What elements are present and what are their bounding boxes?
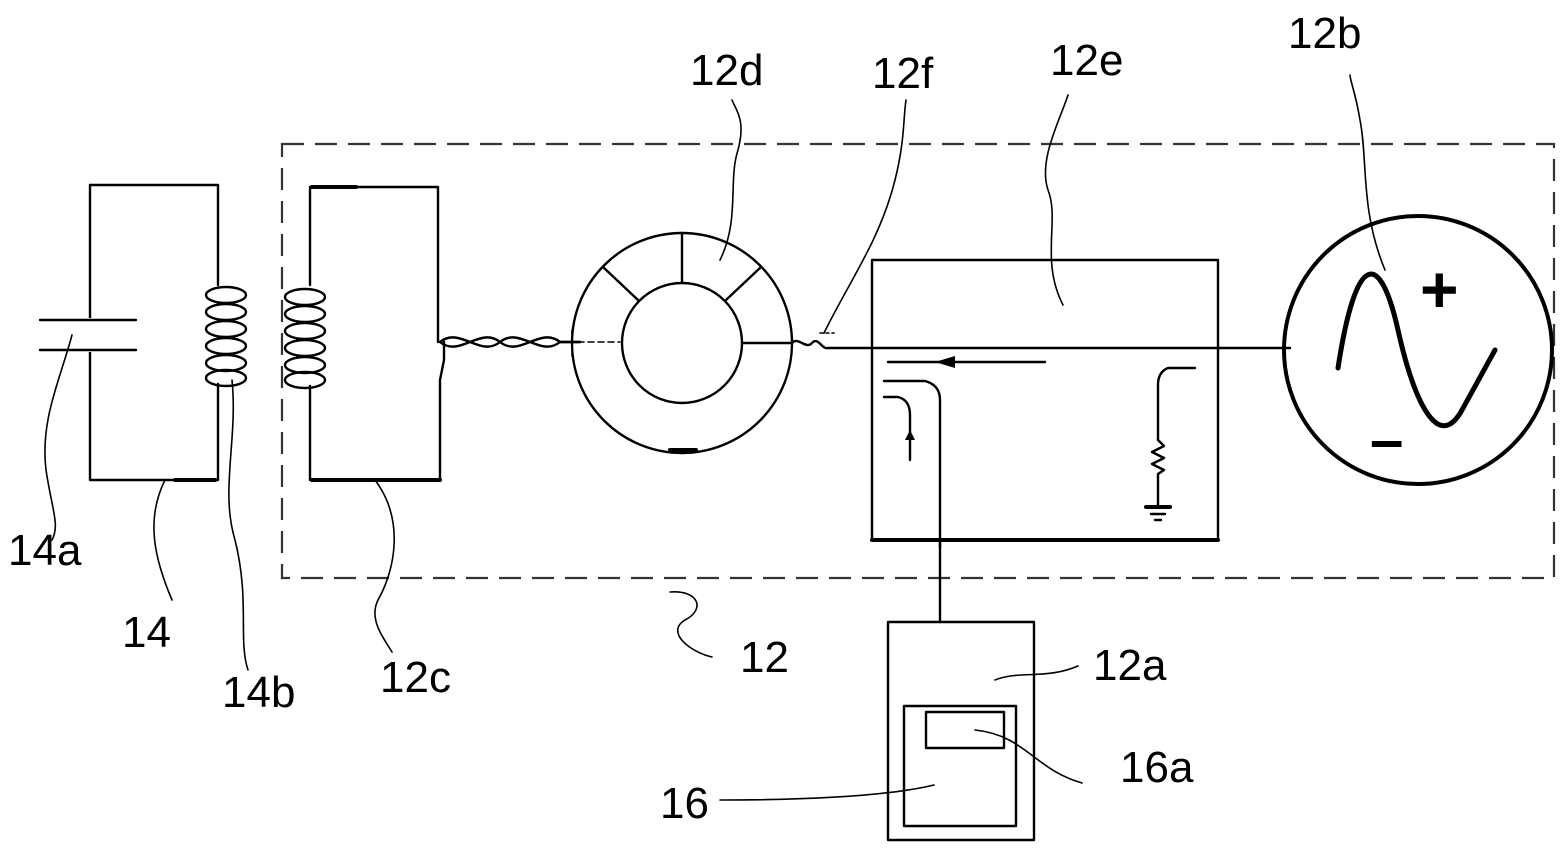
label-12e: 12e xyxy=(1050,36,1123,85)
label-16a: 16a xyxy=(1120,743,1194,792)
label-12c: 12c xyxy=(380,653,451,702)
label-14a: 14a xyxy=(8,526,82,575)
twisted-pair-cable xyxy=(438,336,621,348)
circuit-14 xyxy=(88,183,220,482)
ac-source-12b: + – xyxy=(1282,214,1554,486)
coil-12c xyxy=(283,287,327,390)
label-12d: 12d xyxy=(690,46,763,95)
leader-lines xyxy=(44,74,1386,801)
label-12a: 12a xyxy=(1093,641,1167,690)
toroid-12d xyxy=(570,231,794,455)
label-14: 14 xyxy=(122,608,171,657)
label-14b: 14b xyxy=(222,668,295,717)
label-12f: 12f xyxy=(872,49,934,98)
label-16: 16 xyxy=(660,779,709,828)
capacitor-14a xyxy=(38,318,138,352)
loop-12c xyxy=(308,185,446,482)
module-12e xyxy=(870,258,1220,550)
minus-sign: – xyxy=(1370,406,1403,473)
device-12a xyxy=(886,620,1036,842)
label-12: 12 xyxy=(740,633,789,682)
system-12-boundary xyxy=(280,142,1556,580)
lead-12f xyxy=(790,332,835,350)
plus-sign: + xyxy=(1420,252,1459,326)
coil-14b xyxy=(204,285,248,388)
label-12b: 12b xyxy=(1288,9,1361,58)
